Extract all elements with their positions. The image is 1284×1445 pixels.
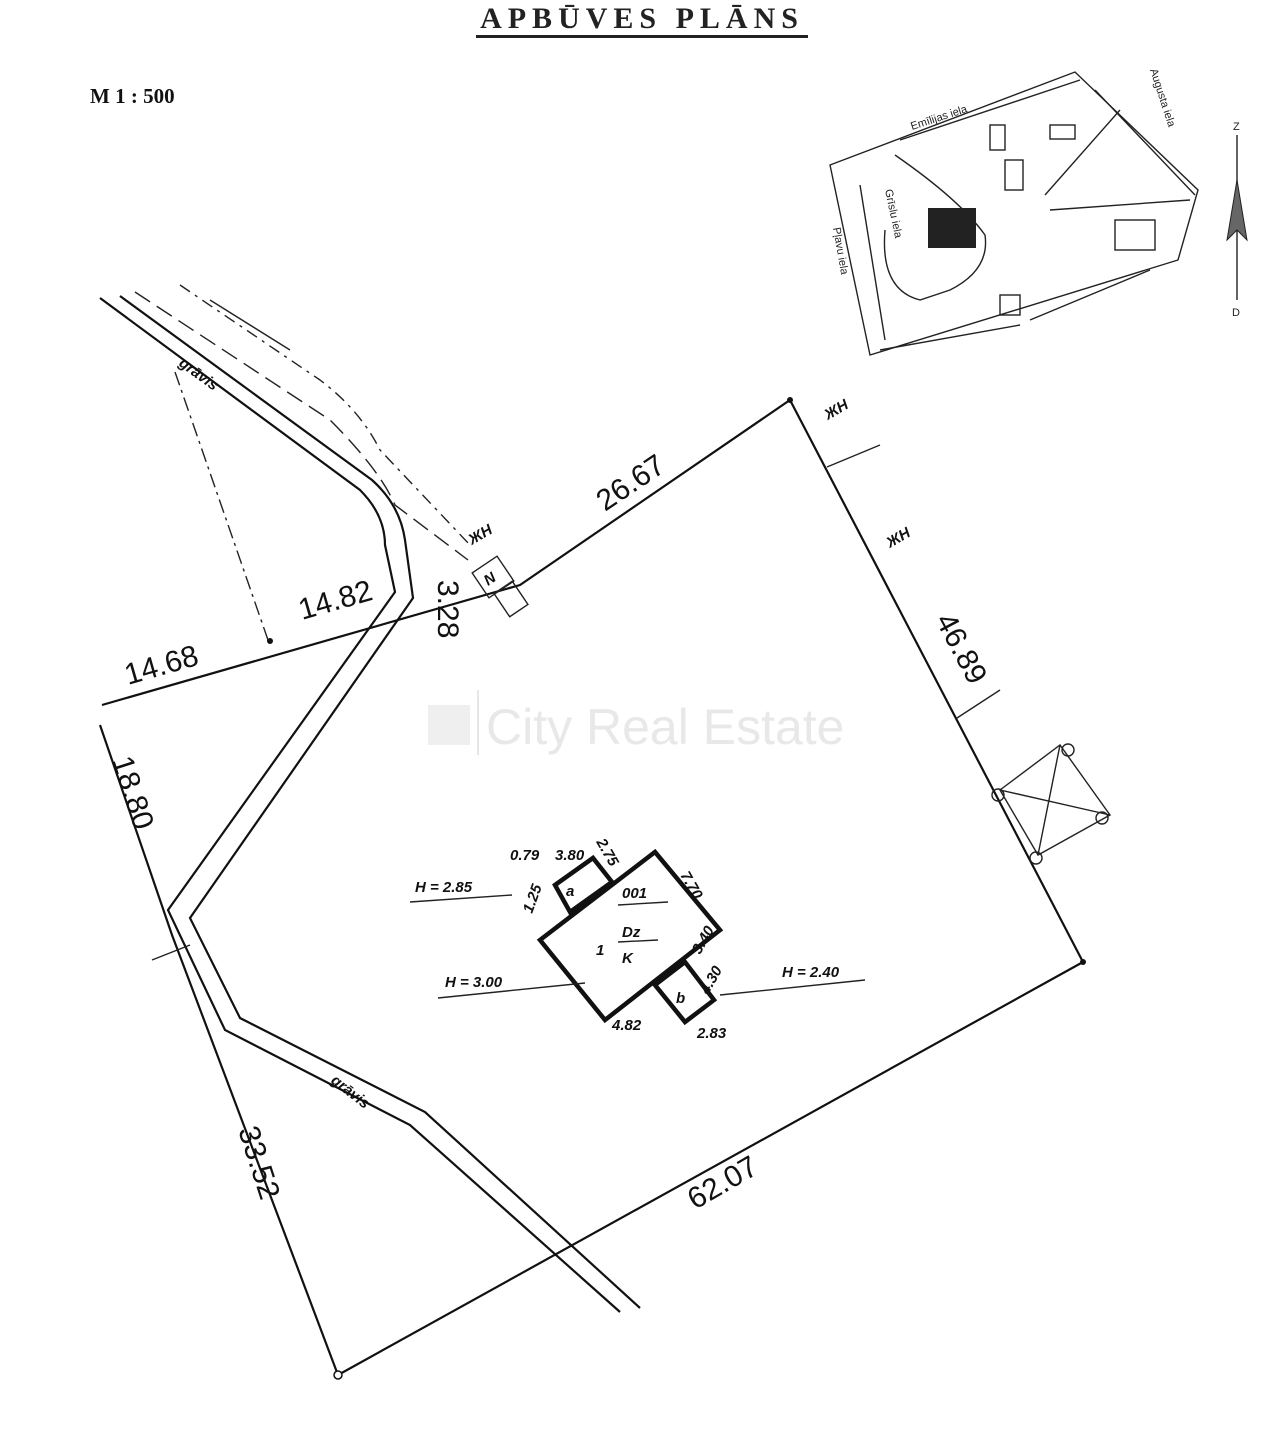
- building-type-bottom: K: [622, 950, 634, 967]
- height-label: H = 2.85: [415, 879, 473, 896]
- building-dim: 4.82: [611, 1017, 642, 1034]
- building-code: 001: [622, 885, 647, 902]
- fence-marker-2: ЖН: [883, 524, 915, 552]
- dim-left-lower: 33.52: [231, 1122, 286, 1204]
- watermark: City Real Estate: [428, 690, 844, 755]
- ditch: grāvis grāvis: [99, 295, 641, 1313]
- dim-bottom: 62.07: [682, 1150, 764, 1216]
- dim-top-mid: 14.82: [295, 574, 376, 626]
- scale-label: M 1 : 500: [90, 84, 175, 108]
- small-structure: N: [471, 555, 529, 618]
- dim-right: 46.89: [929, 608, 993, 690]
- building-dim: 2.83: [696, 1025, 727, 1042]
- fence-marker-1: ЖН: [821, 396, 853, 424]
- tower-symbol: [991, 743, 1112, 865]
- building: 1 001 Dz K a b 0.79 3.80 2.75 1.25 7.70 …: [409, 835, 866, 1042]
- height-label: H = 3.00: [445, 974, 503, 991]
- north-arrow-icon: Z D: [1226, 121, 1248, 319]
- parcel-boundary: [98, 397, 1086, 1380]
- building-dim: 1.25: [520, 882, 546, 916]
- plan-title: APBŪVES PLĀNS: [0, 2, 1284, 38]
- street-label: Emīlijas iela: [909, 103, 969, 133]
- ditch-label-top: grāvis: [175, 354, 222, 394]
- watermark-text: City Real Estate: [486, 699, 844, 755]
- ditch-label-bottom: grāvis: [327, 1071, 373, 1112]
- dim-small: 3.28: [431, 580, 464, 638]
- building-dim: 3.80: [555, 847, 585, 864]
- road-marker: ЖН: [465, 521, 497, 549]
- height-label: H = 2.40: [782, 964, 840, 981]
- building-type-top: Dz: [622, 924, 641, 941]
- dim-left-upper: 18.80: [105, 752, 160, 834]
- dim-top-left: 14.68: [121, 639, 202, 691]
- dim-top-right: 26.67: [590, 448, 671, 517]
- annex-a-label: a: [566, 883, 574, 900]
- dash-dot-line: [174, 371, 269, 641]
- building-dim: 0.79: [510, 847, 540, 864]
- south-label: D: [1232, 307, 1240, 319]
- street-label: Augusta iela: [1147, 67, 1177, 129]
- dimension-labels: 26.67 14.82 14.68 3.28 46.89 18.80 33.52…: [105, 396, 993, 1216]
- inset-map: Emīlijas iela Augusta iela Grīslu iela P…: [829, 67, 1199, 356]
- title-text: APBŪVES PLĀNS: [476, 2, 808, 38]
- box-marker: N: [481, 569, 500, 590]
- inset-parcel-highlight: [928, 208, 976, 248]
- annex-b-label: b: [676, 990, 685, 1007]
- building-number: 1: [596, 942, 604, 959]
- road: [134, 284, 471, 561]
- street-label: Pļavu iela: [830, 226, 850, 276]
- north-label: Z: [1233, 121, 1240, 133]
